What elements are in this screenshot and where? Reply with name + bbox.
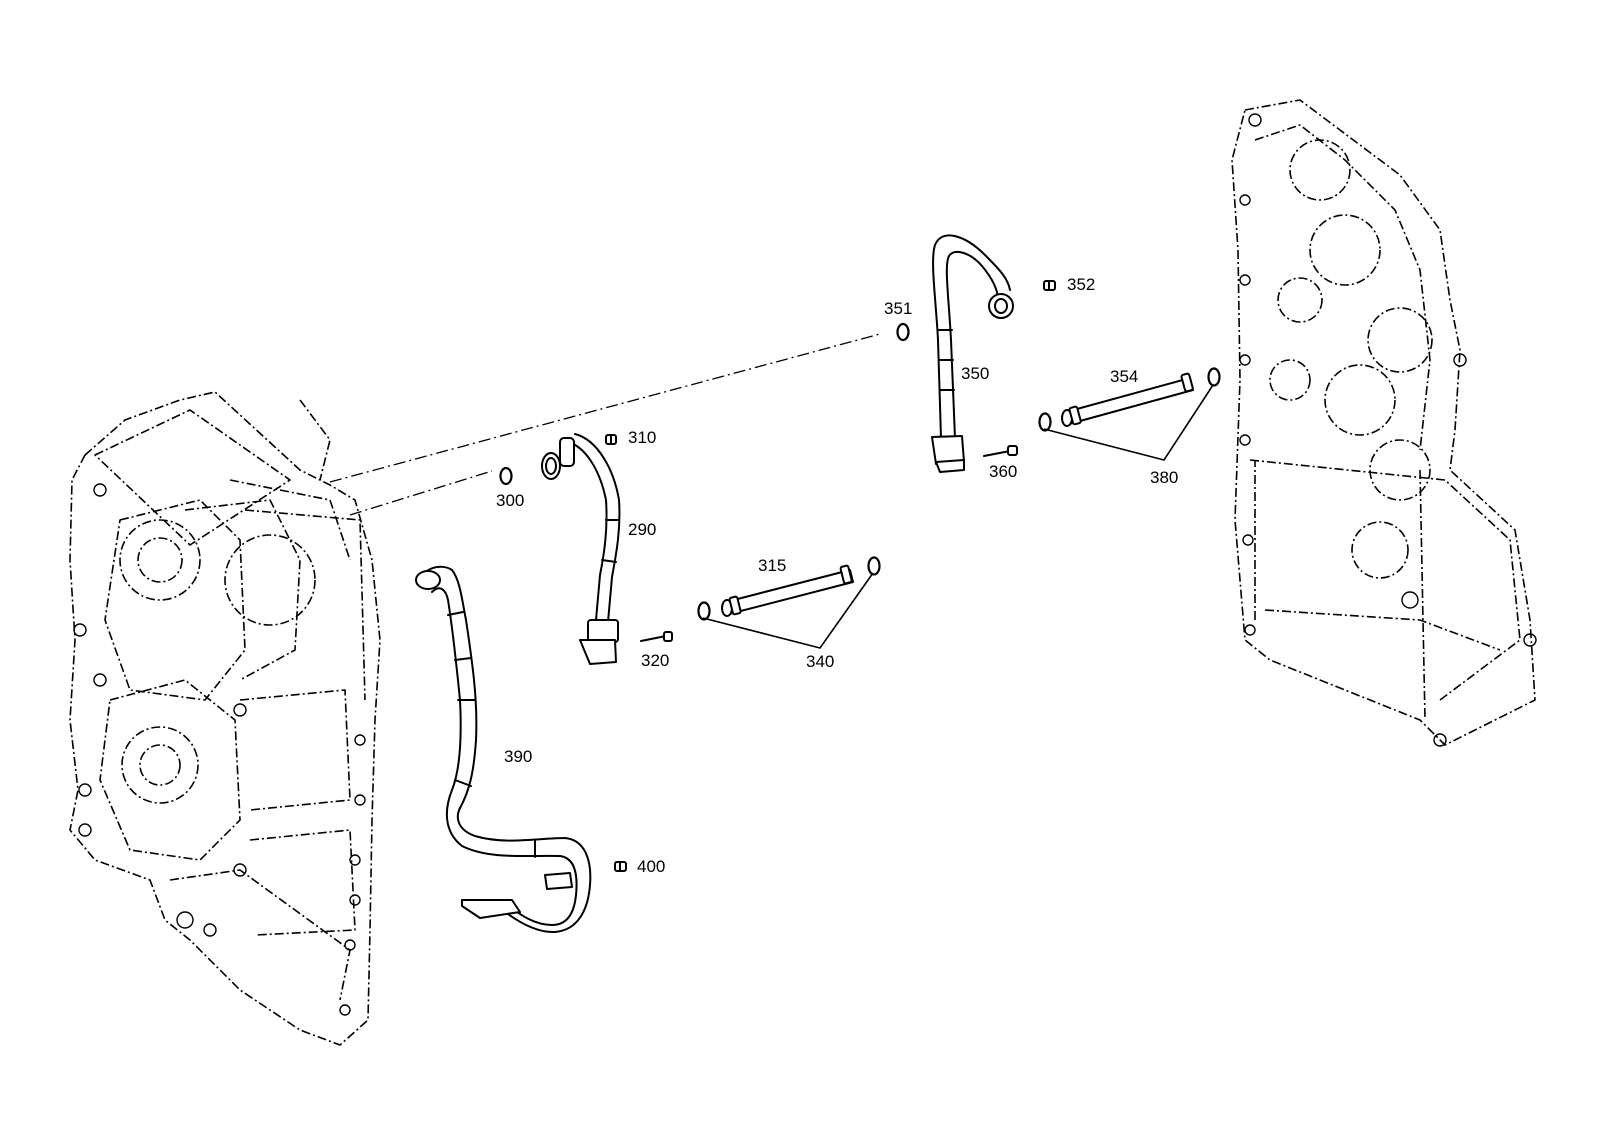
screw-400 bbox=[614, 861, 627, 872]
o-ring-300 bbox=[499, 466, 513, 486]
callout-350: 350 bbox=[961, 364, 989, 383]
pipe-290 bbox=[541, 433, 621, 665]
callout-310: 310 bbox=[628, 428, 656, 447]
callout-360: 360 bbox=[989, 462, 1017, 481]
screw-360 bbox=[983, 445, 1018, 457]
callout-315: 315 bbox=[758, 556, 786, 575]
screw-352 bbox=[1043, 280, 1056, 291]
leader-lines bbox=[702, 384, 1214, 649]
seal-ring-380-left bbox=[1038, 412, 1052, 432]
seal-ring-380-right bbox=[1207, 367, 1221, 387]
callout-351: 351 bbox=[884, 299, 912, 318]
hose-390 bbox=[415, 565, 592, 934]
right-transmission-housing bbox=[1231, 99, 1537, 747]
callout-352: 352 bbox=[1067, 275, 1095, 294]
callout-400: 400 bbox=[637, 857, 665, 876]
seal-ring-340-left bbox=[697, 601, 711, 621]
callout-labels: 290 300 310 315 320 340 350 351 352 354 … bbox=[496, 275, 1178, 876]
screw-320 bbox=[640, 631, 673, 642]
tube-315 bbox=[721, 564, 854, 617]
o-ring-351 bbox=[896, 322, 910, 342]
callout-380: 380 bbox=[1150, 468, 1178, 487]
left-transmission-housing bbox=[69, 391, 381, 1046]
tube-354 bbox=[1061, 372, 1194, 427]
callout-300: 300 bbox=[496, 491, 524, 510]
pipe-350 bbox=[931, 234, 1014, 473]
screw-310 bbox=[605, 434, 617, 445]
callout-390: 390 bbox=[504, 747, 532, 766]
callout-290: 290 bbox=[628, 520, 656, 539]
callout-354: 354 bbox=[1110, 367, 1138, 386]
assembly-centerlines bbox=[329, 333, 881, 516]
callout-320: 320 bbox=[641, 651, 669, 670]
seal-ring-340-right bbox=[867, 556, 881, 576]
callout-340: 340 bbox=[806, 652, 834, 671]
